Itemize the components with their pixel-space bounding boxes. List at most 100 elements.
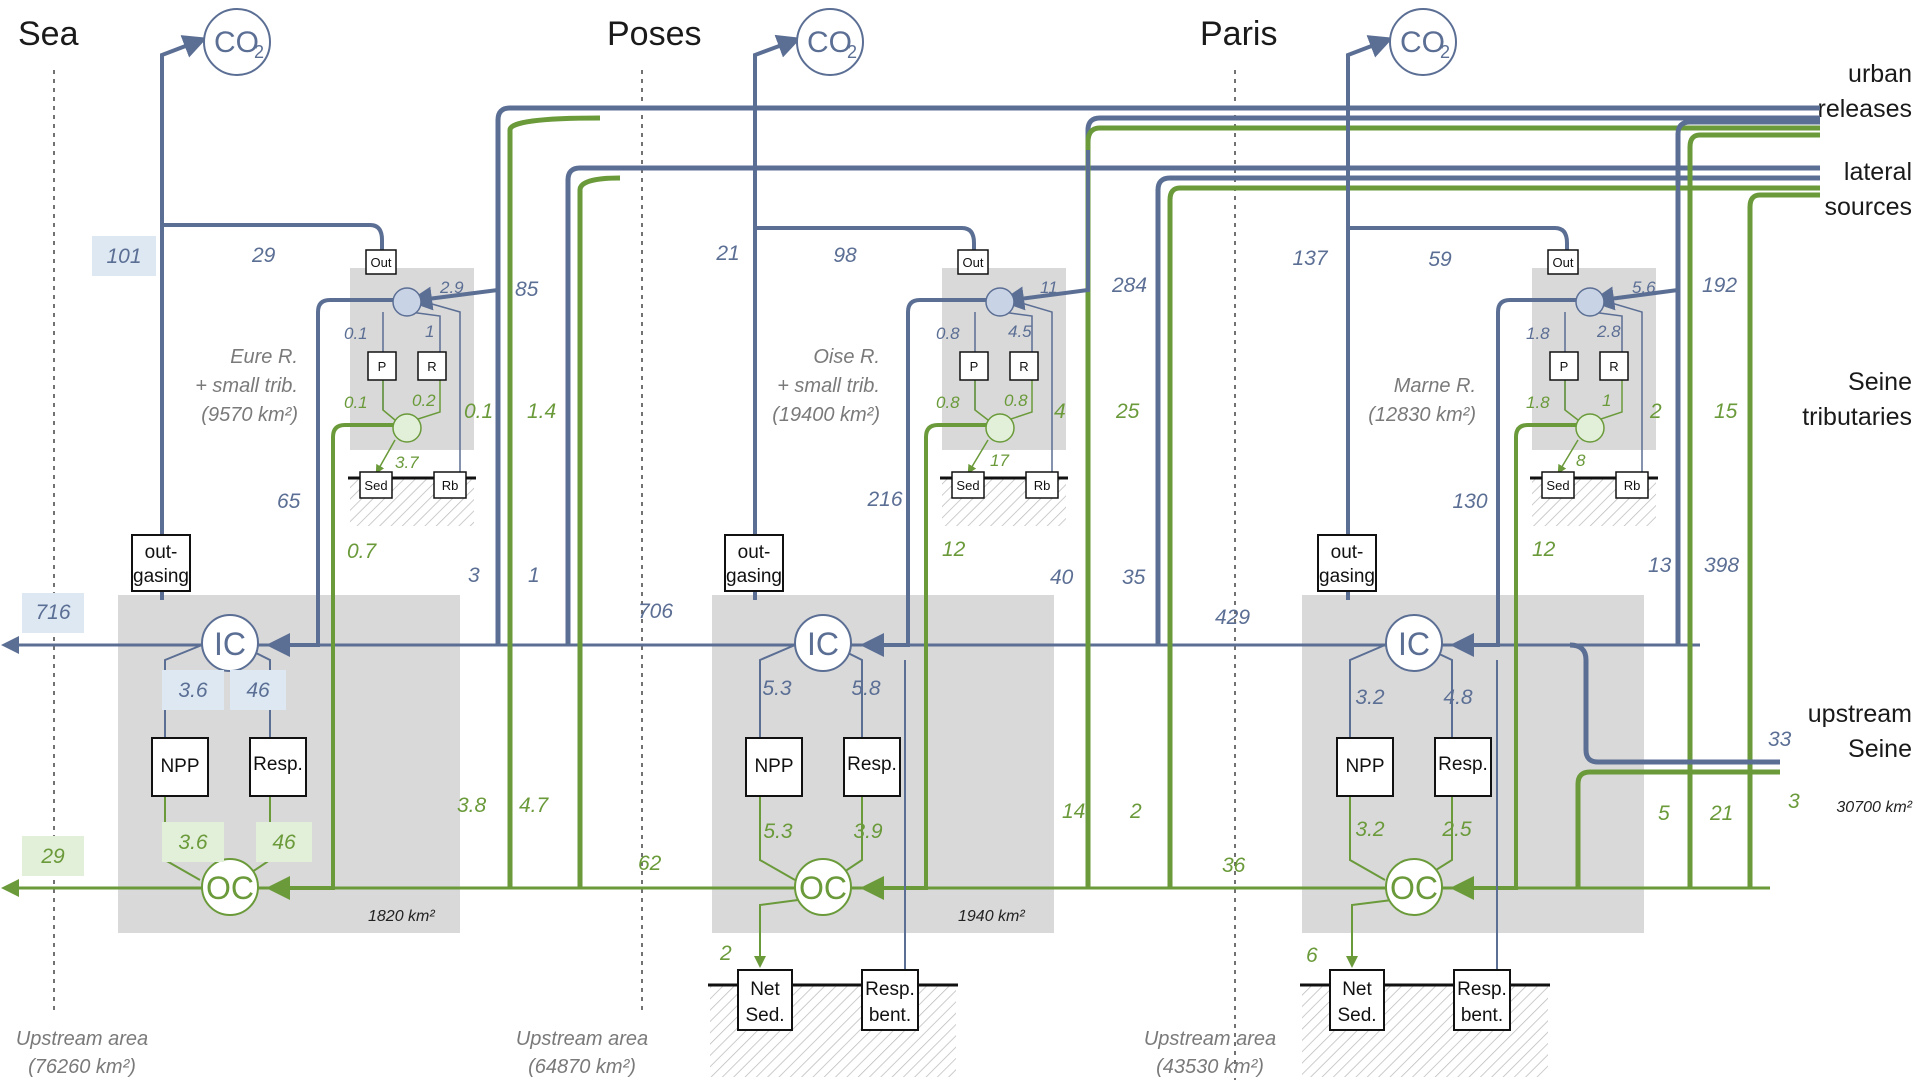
svg-text:3.2: 3.2 bbox=[1355, 686, 1385, 709]
resp-box-3: Resp. bbox=[1434, 737, 1492, 797]
svg-text:0.8: 0.8 bbox=[1004, 391, 1028, 410]
label-upstream: upstream bbox=[1808, 700, 1912, 728]
svg-text:IC: IC bbox=[807, 626, 839, 662]
npp-box-3: NPP bbox=[1336, 737, 1394, 797]
co2-circle-2: CO2 bbox=[796, 8, 864, 76]
svg-text:25: 25 bbox=[1115, 400, 1140, 423]
svg-text:(12830 km²): (12830 km²) bbox=[1368, 404, 1476, 426]
svg-text:216: 216 bbox=[866, 488, 902, 511]
svg-text:1: 1 bbox=[425, 322, 434, 341]
resp-bent-box-2: Resp. bent. bbox=[861, 969, 919, 1031]
svg-text:P: P bbox=[1560, 359, 1569, 374]
svg-text:12: 12 bbox=[1532, 538, 1556, 561]
svg-text:398: 398 bbox=[1704, 554, 1739, 577]
svg-text:1820 km²: 1820 km² bbox=[368, 908, 435, 925]
svg-text:OC: OC bbox=[206, 870, 254, 906]
trib-ic-lines bbox=[408, 150, 1680, 311]
svg-text:CO: CO bbox=[1400, 26, 1445, 59]
svg-text:2.5: 2.5 bbox=[1441, 818, 1472, 841]
trib-inner-lines bbox=[375, 301, 1643, 478]
svg-text:out-: out- bbox=[145, 542, 178, 563]
svg-text:NPP: NPP bbox=[1345, 756, 1384, 777]
svg-text:R: R bbox=[1019, 359, 1028, 374]
svg-text:46: 46 bbox=[272, 831, 296, 854]
reach2-values: 706 62 21 98 216 11 0.8 4.5 0.8 0.8 17 2… bbox=[516, 242, 1147, 1078]
co2-circle-3: CO2 bbox=[1389, 8, 1457, 76]
svg-text:Out: Out bbox=[371, 255, 392, 270]
svg-text:Sed.: Sed. bbox=[1337, 1005, 1376, 1026]
svg-text:2: 2 bbox=[1649, 400, 1662, 423]
svg-text:46: 46 bbox=[246, 679, 270, 702]
svg-text:1940 km²: 1940 km² bbox=[958, 908, 1025, 925]
trib2-small-boxes: Out P R Sed Rb bbox=[951, 249, 1059, 499]
resp-box-1: Resp. bbox=[249, 737, 307, 797]
svg-text:CO: CO bbox=[214, 26, 259, 59]
svg-text:17: 17 bbox=[990, 451, 1009, 470]
svg-text:21: 21 bbox=[715, 242, 739, 265]
svg-text:Sed: Sed bbox=[1546, 478, 1569, 493]
svg-text:3.8: 3.8 bbox=[457, 794, 487, 817]
svg-text:0.1: 0.1 bbox=[344, 324, 368, 343]
svg-text:out-: out- bbox=[738, 542, 771, 563]
svg-text:35: 35 bbox=[1122, 566, 1146, 589]
svg-text:(9570 km²): (9570 km²) bbox=[201, 404, 298, 426]
svg-text:13: 13 bbox=[1648, 554, 1672, 577]
trib-to-ic bbox=[266, 298, 1578, 657]
svg-text:284: 284 bbox=[1111, 274, 1147, 297]
svg-text:bent.: bent. bbox=[869, 1005, 911, 1026]
label-urban: urban bbox=[1848, 60, 1912, 88]
svg-text:OC: OC bbox=[1390, 870, 1438, 906]
svg-text:0.2: 0.2 bbox=[412, 391, 436, 410]
ic-node-1: IC bbox=[201, 614, 259, 672]
outgassing-lines bbox=[160, 34, 1569, 600]
export-ic-value: 716 bbox=[35, 601, 70, 624]
svg-text:Sed.: Sed. bbox=[745, 1005, 784, 1026]
trib3-ic-node bbox=[1575, 287, 1605, 317]
svg-text:4.5: 4.5 bbox=[1008, 322, 1032, 341]
outgassing-box-3: out-gasing bbox=[1317, 534, 1377, 592]
svg-text:15: 15 bbox=[1714, 400, 1738, 423]
svg-text:29: 29 bbox=[251, 244, 276, 267]
svg-text:Rb: Rb bbox=[1624, 478, 1641, 493]
svg-text:bent.: bent. bbox=[1461, 1005, 1503, 1026]
svg-text:3.2: 3.2 bbox=[1355, 818, 1385, 841]
svg-text:Resp.: Resp. bbox=[847, 754, 897, 775]
svg-text:2: 2 bbox=[847, 42, 857, 62]
svg-text:5.6: 5.6 bbox=[1632, 278, 1656, 297]
label-upstream-area: 30700 km² bbox=[1836, 799, 1912, 816]
svg-text:+ small trib.: + small trib. bbox=[777, 375, 880, 397]
npp-box-2: NPP bbox=[745, 737, 803, 797]
svg-text:NPP: NPP bbox=[754, 756, 793, 777]
svg-text:(64870 km²): (64870 km²) bbox=[528, 1056, 636, 1078]
reach1-values: 29 65 2.9 0.1 1 0.1 0.2 3.7 85 0.1 1.4 0… bbox=[16, 244, 556, 1078]
npp-box-1: NPP bbox=[151, 737, 209, 797]
svg-text:Out: Out bbox=[1553, 255, 1574, 270]
svg-text:4.7: 4.7 bbox=[519, 794, 550, 817]
svg-text:Net: Net bbox=[1342, 979, 1372, 1000]
svg-text:Resp.: Resp. bbox=[865, 979, 915, 1000]
svg-text:21: 21 bbox=[1709, 802, 1733, 825]
label-releases: releases bbox=[1818, 95, 1913, 123]
svg-text:1.4: 1.4 bbox=[527, 400, 556, 423]
svg-text:out-: out- bbox=[1331, 542, 1364, 563]
svg-text:Marne R.: Marne R. bbox=[1394, 375, 1476, 397]
green-source-lines bbox=[507, 115, 1820, 888]
svg-text:Upstream area: Upstream area bbox=[516, 1028, 648, 1050]
upstream-seine-lines bbox=[1569, 642, 1780, 888]
reach3-values: 429 36 137 59 130 5.6 1.8 2.8 1.8 1 8 19… bbox=[1144, 247, 1800, 1078]
svg-text:3: 3 bbox=[1788, 790, 1800, 813]
ic-node-2: IC bbox=[794, 614, 852, 672]
outgassing-box-2: out-gasing bbox=[724, 534, 784, 592]
header-paris: Paris bbox=[1200, 15, 1277, 53]
svg-text:5.3: 5.3 bbox=[762, 677, 792, 700]
svg-text:137: 137 bbox=[1292, 247, 1328, 270]
svg-text:14: 14 bbox=[1062, 800, 1085, 823]
svg-text:NPP: NPP bbox=[160, 756, 199, 777]
svg-text:429: 429 bbox=[1215, 606, 1250, 629]
svg-text:6: 6 bbox=[1306, 944, 1318, 967]
svg-text:0.1: 0.1 bbox=[344, 393, 368, 412]
trib1-ic-node bbox=[392, 287, 422, 317]
resp-box-2: Resp. bbox=[843, 737, 901, 797]
